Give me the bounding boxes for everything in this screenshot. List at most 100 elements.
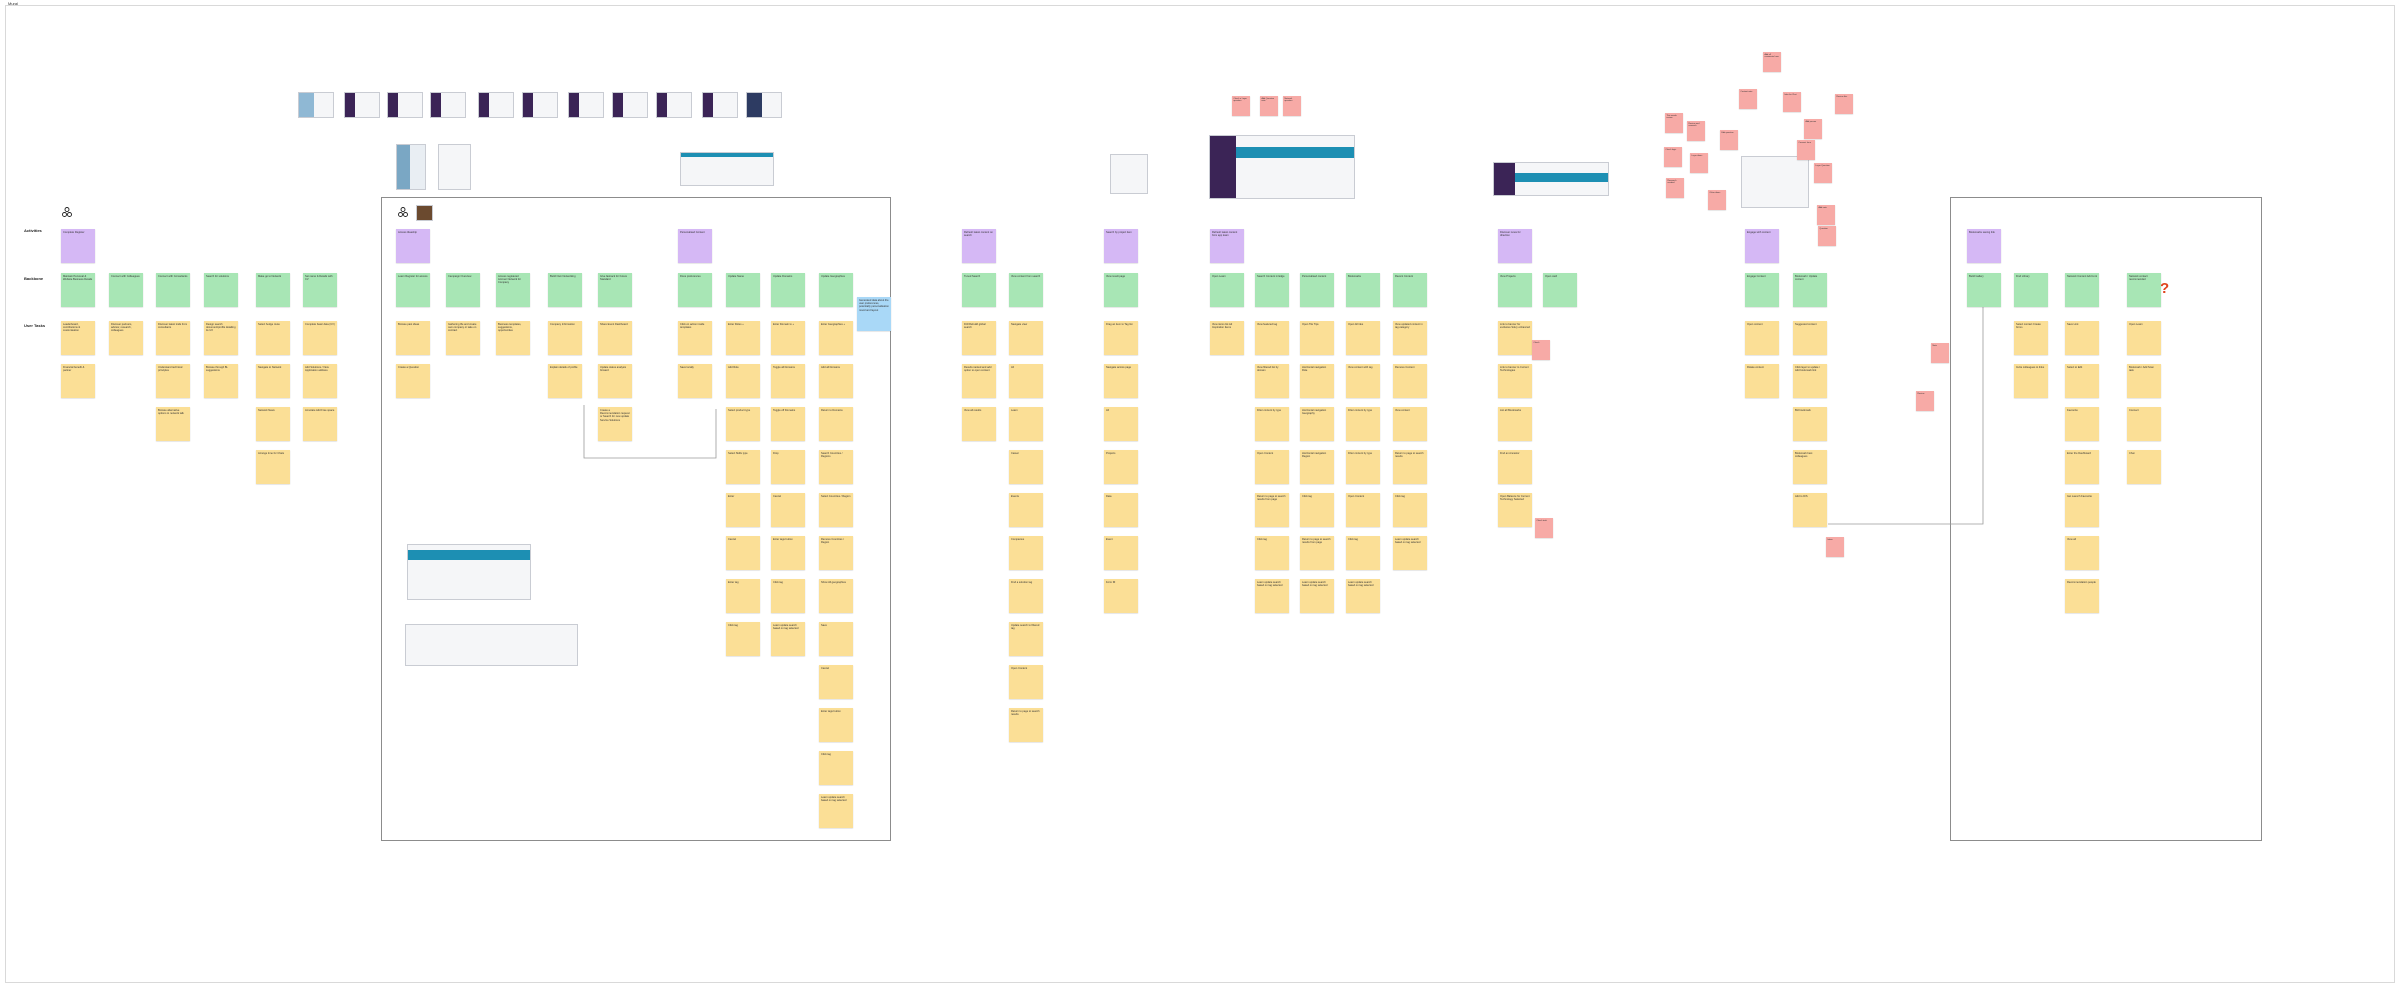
task-sticky[interactable]: Return to page to search results	[1393, 450, 1427, 484]
task-sticky[interactable]: Select Countries / Region	[819, 493, 853, 527]
backbone-sticky[interactable]: Build Gallery	[1967, 273, 2001, 307]
task-sticky[interactable]: Discover latest trails from consultants	[156, 321, 190, 355]
task-sticky[interactable]: Explain details of profile	[548, 364, 582, 398]
backbone-sticky[interactable]: Search for solutions	[204, 273, 238, 307]
task-sticky[interactable]: Select to Edit	[2065, 364, 2099, 398]
task-sticky[interactable]: View content	[1393, 407, 1427, 441]
task-sticky[interactable]: Toggle all Domains	[771, 364, 805, 398]
task-sticky[interactable]: Leaderboard, contributions & customisati…	[61, 321, 95, 355]
backbone-sticky[interactable]: Connect with Consultants	[156, 273, 190, 307]
backbone-sticky[interactable]: Personalised content	[1300, 273, 1334, 307]
task-sticky[interactable]: Drop	[771, 450, 805, 484]
comment-sticky[interactable]: Layer Question	[1814, 163, 1832, 183]
comment-sticky[interactable]: Ideas	[1826, 537, 1844, 557]
task-sticky[interactable]: Click tag	[1346, 536, 1380, 570]
task-sticky[interactable]: Link to banner for exclusive Solvy enhan…	[1498, 321, 1532, 355]
comment-sticky[interactable]: Note	[1931, 343, 1949, 363]
task-sticky[interactable]: Get Launch Favourite	[2065, 493, 2099, 527]
backbone-sticky[interactable]: Bookmarks	[1346, 273, 1380, 307]
comment-sticky[interactable]: Research needed	[1666, 178, 1684, 198]
task-sticky[interactable]: Gathering life and create own company or…	[446, 321, 480, 355]
task-sticky[interactable]: Save Link	[2065, 321, 2099, 355]
task-sticky[interactable]: Click tag	[726, 622, 760, 656]
activity-sticky[interactable]: Discover news for direction	[1498, 229, 1532, 263]
screenshot-thumbnail[interactable]	[344, 92, 380, 118]
task-sticky[interactable]: Add all Domains	[819, 364, 853, 398]
screenshot-thumbnail[interactable]	[702, 92, 738, 118]
task-sticky[interactable]: Horizontal navigation Role	[1300, 364, 1334, 398]
comment-sticky[interactable]: Review	[1916, 391, 1934, 411]
task-sticky[interactable]: Learn update search based on tag selecte…	[819, 794, 853, 828]
task-sticky[interactable]: Bookmark best colleagues	[1793, 450, 1827, 484]
comment-sticky[interactable]: Add note	[1817, 205, 1835, 225]
comment-sticky[interactable]: Other ideas	[1708, 190, 1726, 210]
screenshot-login[interactable]	[438, 144, 471, 190]
activity-sticky[interactable]: Search by project item	[1104, 229, 1138, 263]
task-sticky[interactable]: Bookmark / Add Scan task	[2127, 364, 2161, 398]
activity-sticky[interactable]: Access Ideaship	[396, 229, 430, 263]
task-sticky[interactable]: Event	[1104, 536, 1138, 570]
task-sticky[interactable]: Open Learn	[2127, 321, 2161, 355]
activity-sticky[interactable]: Refresh latest content on search	[962, 229, 996, 263]
backbone-sticky[interactable]: Search Content in Edge	[1255, 273, 1289, 307]
task-sticky[interactable]: List all Bookmarks	[1498, 407, 1532, 441]
task-sticky[interactable]: Add to DIS	[1793, 493, 1827, 527]
task-sticky[interactable]: Horizontal navigation Geography	[1300, 407, 1334, 441]
task-sticky[interactable]: Open Content	[1255, 450, 1289, 484]
backbone-sticky[interactable]: Maintain Personal & Website Business Det…	[61, 273, 95, 307]
task-sticky[interactable]: View all	[2065, 536, 2099, 570]
task-sticky[interactable]: Understand technical principles	[156, 364, 190, 398]
task-sticky[interactable]: Form fill	[1104, 579, 1138, 613]
task-sticky[interactable]: Learn update search based on tag selecte…	[1393, 536, 1427, 570]
task-sticky[interactable]: Discover partners, advisor, research, co…	[109, 321, 143, 355]
task-sticky[interactable]: Update status analysis forward	[598, 364, 632, 398]
task-sticky[interactable]: Drill Rebuild global search	[962, 321, 996, 355]
screenshot-thumbnail[interactable]	[612, 92, 648, 118]
backbone-sticky[interactable]: View content from search	[1009, 273, 1043, 307]
task-sticky[interactable]: Click tag	[819, 751, 853, 785]
task-sticky[interactable]: Enter	[726, 493, 760, 527]
task-sticky[interactable]: Enter tags button	[771, 536, 805, 570]
backbone-sticky[interactable]: Recent Content	[1393, 273, 1427, 307]
task-sticky[interactable]: Navigate to Network	[256, 364, 290, 398]
activity-sticky[interactable]: Personalised Content	[678, 229, 712, 263]
task-sticky[interactable]: Browse through Bi-suggestions	[204, 364, 238, 398]
task-sticky[interactable]: Open Tile Tips	[1300, 321, 1334, 355]
comment-sticky[interactable]: Content note	[1739, 89, 1757, 109]
task-sticky[interactable]: Companies	[1009, 536, 1043, 570]
screenshot-table[interactable]	[405, 624, 578, 666]
task-sticky[interactable]: Learn update search based on tag selecte…	[1255, 579, 1289, 613]
task-sticky[interactable]: Enter tags button	[819, 708, 853, 742]
backbone-sticky[interactable]: Done preferences	[678, 273, 712, 307]
comment-sticky[interactable]: Idea for Chat	[1783, 92, 1801, 112]
task-sticky[interactable]: Create a Question	[396, 364, 430, 398]
task-sticky[interactable]: Browse alternative options to network ta…	[156, 407, 190, 441]
activity-sticky[interactable]: Bookmarks saving link	[1967, 229, 2001, 263]
task-sticky[interactable]: Toggle off Domains	[771, 407, 805, 441]
backbone-sticky[interactable]: Build Own Networking	[548, 273, 582, 307]
task-sticky[interactable]: Design search document/profile detailing…	[204, 321, 238, 355]
task-sticky[interactable]: Navigate view	[1009, 321, 1043, 355]
backbone-sticky[interactable]: Connect with Colleagues	[109, 273, 143, 307]
task-sticky[interactable]: Click on action inside templates	[678, 321, 712, 355]
screenshot-thumbnail[interactable]	[430, 92, 466, 118]
task-sticky[interactable]: Bid bookmark	[1793, 407, 1827, 441]
screenshot-thumbnail[interactable]	[656, 92, 692, 118]
comment-sticky[interactable]: This needs review	[1665, 113, 1683, 133]
activity-sticky[interactable]: Engage with content	[1745, 229, 1779, 263]
task-sticky[interactable]: Results ranked and add option to open co…	[962, 364, 996, 398]
task-sticky[interactable]: Open Content	[1009, 665, 1043, 699]
task-sticky[interactable]: Add Role	[726, 364, 760, 398]
task-sticky[interactable]: View items list Ad Inspiration Items	[1210, 321, 1244, 355]
backbone-sticky[interactable]: Engage Content	[1745, 273, 1779, 307]
task-sticky[interactable]: View updated content in tag category	[1393, 321, 1427, 355]
screenshot-mobile[interactable]	[396, 144, 426, 190]
screenshot-learn-page[interactable]	[1209, 135, 1355, 199]
task-sticky[interactable]: Cancel	[771, 493, 805, 527]
backbone-sticky[interactable]: Open Learn	[1210, 273, 1244, 307]
task-sticky[interactable]: Favourite	[2065, 407, 2099, 441]
comment-sticky[interactable]: Check logic	[1664, 147, 1682, 167]
task-sticky[interactable]: Financial benefit & partner	[61, 364, 95, 398]
task-sticky[interactable]: Drag an item to Tag list	[1104, 321, 1138, 355]
backbone-sticky[interactable]: Find Library	[2014, 273, 2048, 307]
